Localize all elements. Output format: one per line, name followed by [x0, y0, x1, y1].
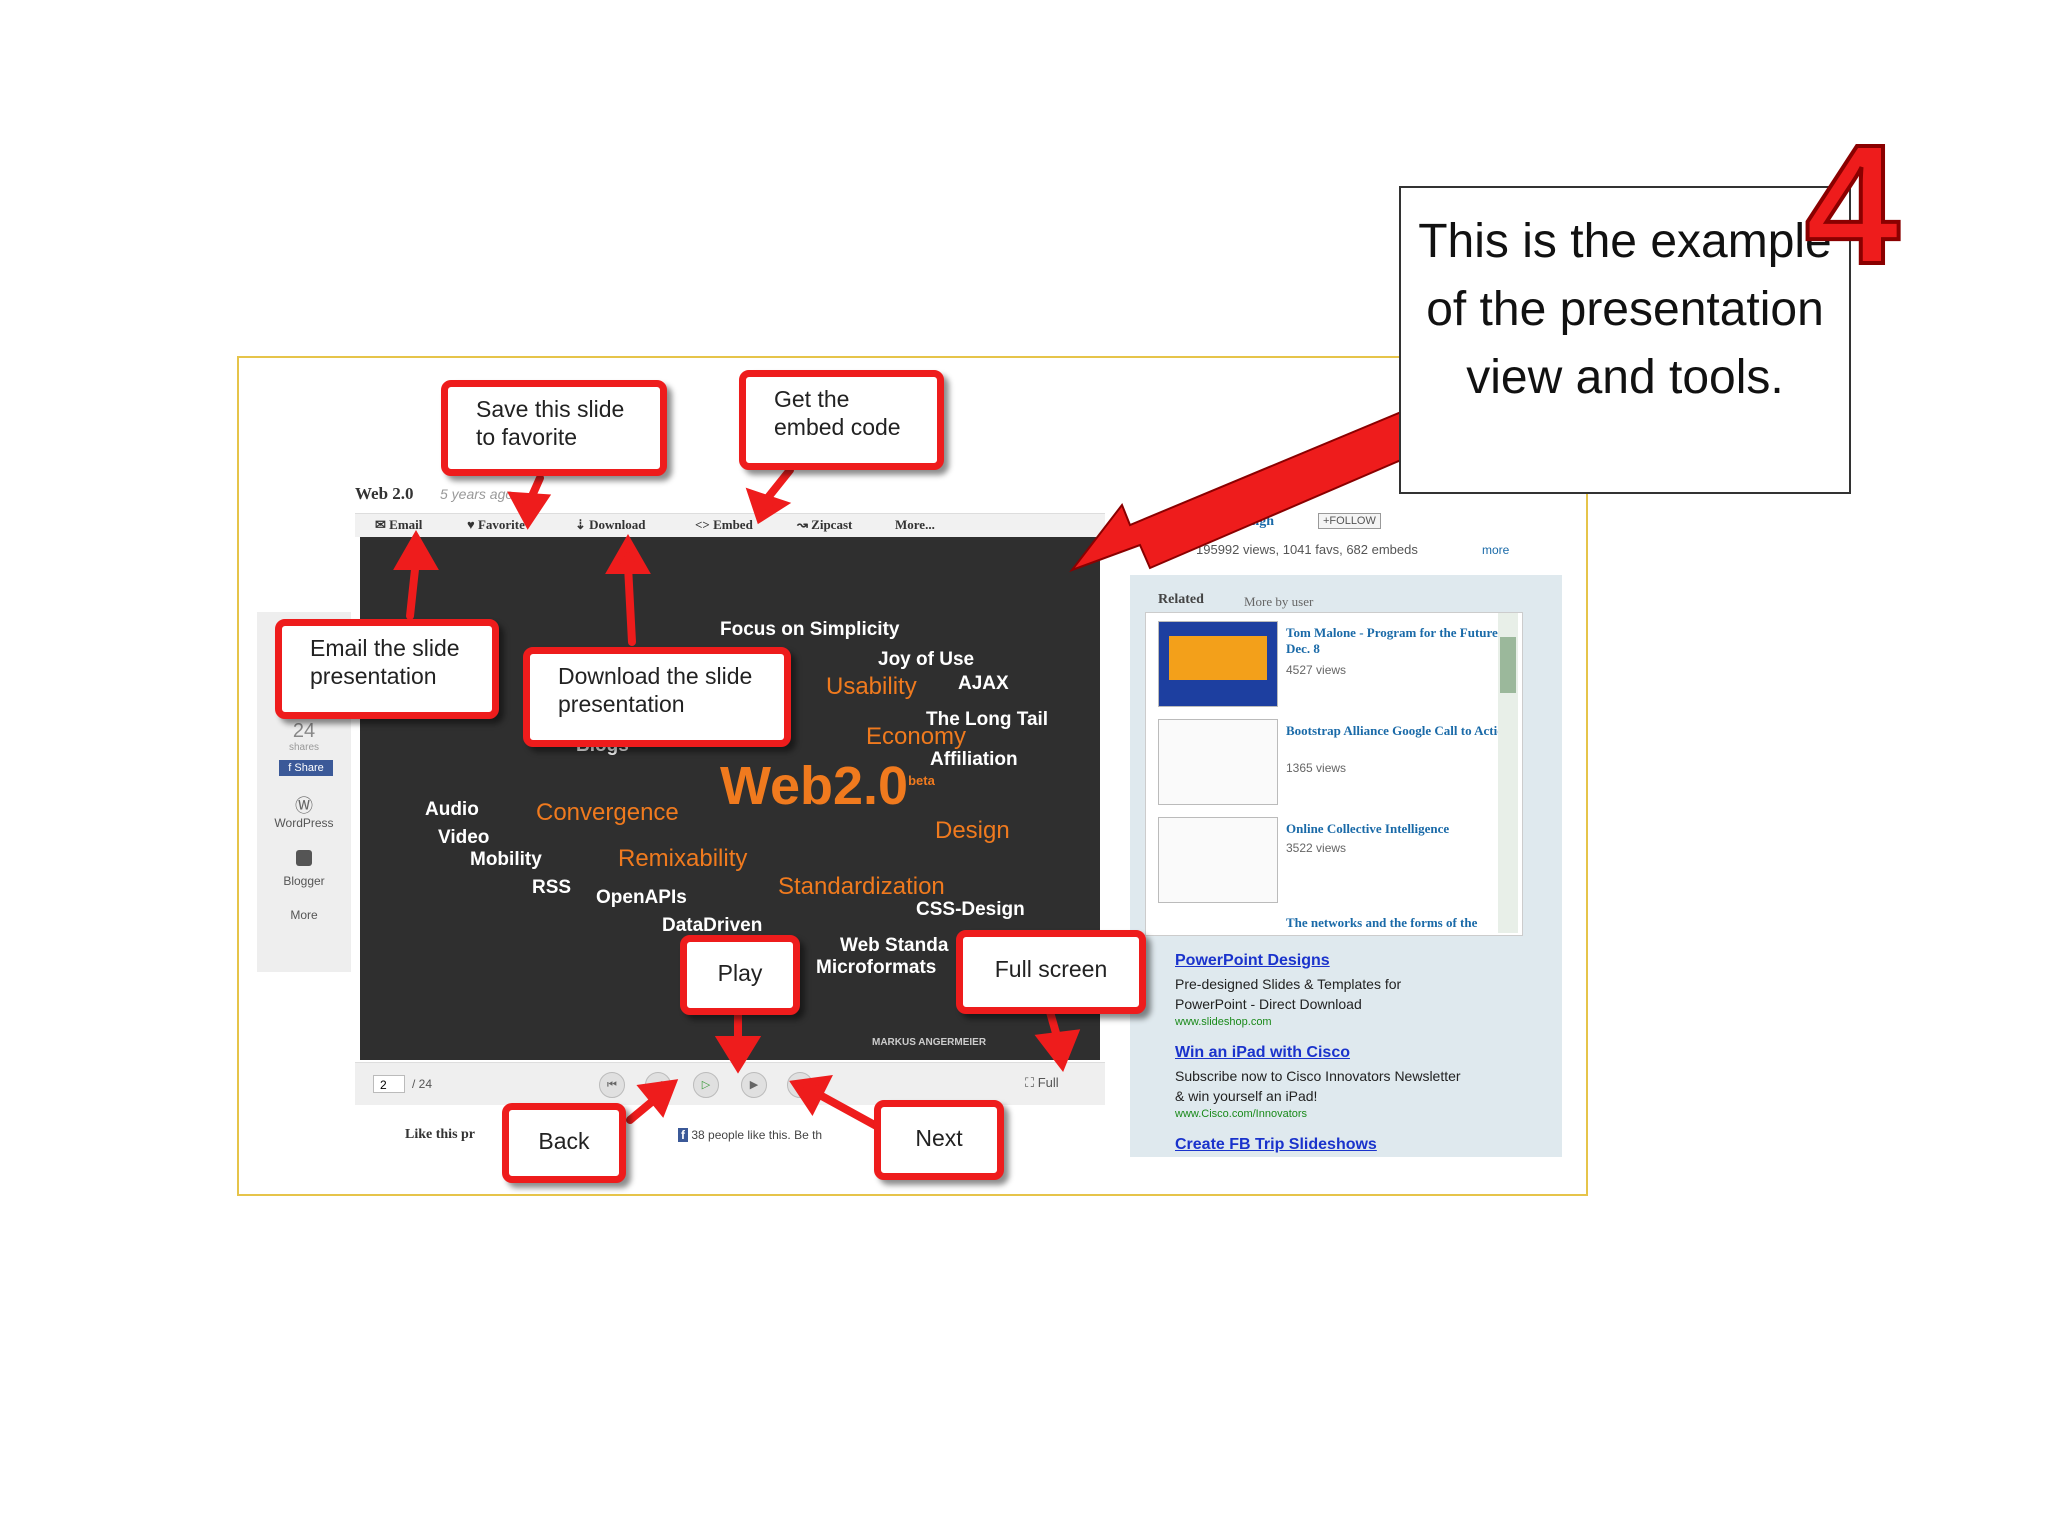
slide-word: Design	[935, 817, 1010, 844]
like-prompt: Like this pr	[405, 1127, 476, 1142]
page-number-input[interactable]: 2	[373, 1075, 405, 1093]
slide-main-word: Web2.0beta	[720, 756, 935, 816]
callout-email: Email the slide presentation	[275, 619, 499, 719]
callout-back: Back	[502, 1103, 626, 1183]
facebook-share-button[interactable]: f Share	[279, 760, 333, 776]
toolbar-zipcast[interactable]: ↝ Zipcast	[797, 517, 853, 532]
related-item[interactable]: Online Collective Intelligence 3522 view…	[1158, 817, 1518, 905]
presentation-title: Web 2.0	[355, 484, 414, 503]
tab-more-by-user[interactable]: More by user	[1244, 594, 1314, 609]
share-more[interactable]: More	[290, 908, 318, 922]
last-slide-button[interactable]: ⏭	[787, 1072, 813, 1098]
callout-play: Play	[680, 935, 800, 1015]
slide-word: Usability	[826, 673, 917, 700]
slide-word: Convergence	[536, 799, 679, 826]
play-icon: ▷	[701, 1079, 711, 1091]
callout-download: Download the slide presentation	[523, 647, 791, 747]
toolbar-embed[interactable]: <> Embed	[695, 517, 753, 532]
share-count-label: shares	[288, 742, 319, 753]
facebook-icon: f	[288, 762, 295, 774]
tab-related[interactable]: Related	[1158, 592, 1204, 607]
ad-url[interactable]: www.Cisco.com/Innovators	[1175, 1108, 1308, 1120]
toolbar-favorite[interactable]: ♥ Favorite	[467, 517, 525, 532]
callout-favorite: Save this slide to favorite	[441, 380, 667, 476]
play-button[interactable]: ▷	[693, 1072, 719, 1098]
zipcast-icon: ↝	[797, 517, 812, 532]
author-avatar[interactable]	[1160, 514, 1190, 542]
related-scrollbar[interactable]	[1498, 613, 1518, 933]
full-screen-button[interactable]: ⛶ Full	[1025, 1075, 1059, 1090]
slide-word: CSS-Design	[916, 899, 1025, 920]
follow-button[interactable]: +FOLLOW	[1318, 513, 1381, 529]
step-number: 4	[1803, 110, 1902, 300]
ad-text: Pre-designed Slides & Templates for Powe…	[1175, 976, 1402, 1012]
slide-word: DataDriven	[662, 915, 763, 936]
toolbar-download[interactable]: ⇣ Download	[575, 517, 646, 532]
player-controls: 2 / 24 ⏮ ◀ ▷ ▶ ⏭ ⛶ Full	[355, 1062, 1105, 1105]
slide-word: OpenAPIs	[596, 887, 687, 908]
slide-word: Affiliation	[930, 749, 1018, 770]
slide-word: The Long Tail	[926, 709, 1049, 730]
facebook-icon: f	[678, 1128, 688, 1142]
ad-text: Subscribe now to Cisco Innovators Newsle…	[1175, 1068, 1461, 1104]
author-name[interactable]: jeetSingh	[1218, 514, 1274, 529]
toolbar-more[interactable]: More...	[895, 517, 935, 532]
fullscreen-icon: ⛶	[1025, 1075, 1038, 1090]
envelope-icon: ✉	[375, 517, 390, 532]
callout-next: Next	[874, 1100, 1004, 1180]
slide-word: Remixability	[618, 845, 748, 872]
slide-word: Mobility	[470, 849, 542, 870]
slide-word: Standardization	[778, 873, 945, 900]
slide-credit: MARKUS ANGERMEIER	[872, 1037, 987, 1048]
toolbar-email[interactable]: ✉ Email	[375, 517, 423, 532]
next-icon: ▶	[749, 1079, 759, 1091]
ad-title[interactable]: Win an iPad with Cisco	[1175, 1044, 1350, 1061]
related-thumbnail	[1158, 621, 1278, 707]
facebook-like[interactable]: f 38 people like this. Be th	[678, 1128, 822, 1142]
back-button[interactable]: ◀	[645, 1072, 671, 1098]
related-list: Tom Malone - Program for the Future Dec.…	[1145, 612, 1523, 936]
heart-icon: ♥	[467, 517, 478, 532]
slide-word: Video	[438, 827, 490, 848]
first-icon: ⏮	[607, 1079, 617, 1091]
blogger-icon[interactable]	[296, 850, 312, 866]
related-item[interactable]: Tom Malone - Program for the Future Dec.…	[1158, 621, 1518, 709]
wordpress-label[interactable]: WordPress	[274, 816, 334, 830]
author-stats: 195992 views, 1041 favs, 682 embeds	[1196, 542, 1418, 557]
callout-fullscreen: Full screen	[956, 930, 1146, 1014]
wordpress-icon[interactable]: Ⓦ	[295, 796, 313, 816]
stats-more-link[interactable]: more	[1482, 543, 1510, 557]
related-item[interactable]: The networks and the forms of the collec…	[1286, 915, 1478, 933]
slide-word: Microformats	[816, 957, 937, 978]
callout-embed: Get the embed code	[739, 370, 944, 470]
presentation-age: 5 years ago	[440, 486, 514, 502]
first-slide-button[interactable]: ⏮	[599, 1072, 625, 1098]
related-thumbnail	[1158, 719, 1278, 805]
last-icon: ⏭	[795, 1079, 805, 1091]
related-item[interactable]: Bootstrap Alliance Google Call to Action…	[1158, 719, 1518, 807]
blogger-label[interactable]: Blogger	[283, 874, 325, 888]
slide-word: Audio	[425, 799, 479, 820]
slide-word: Economy	[866, 723, 967, 750]
ad-title[interactable]: PowerPoint Designs	[1175, 952, 1330, 969]
slide-word: Joy of Use	[878, 649, 975, 670]
download-icon: ⇣	[575, 517, 590, 532]
related-thumbnail	[1158, 817, 1278, 903]
ad-url[interactable]: www.slideshop.com	[1175, 1016, 1272, 1028]
page-total: / 24	[412, 1077, 433, 1091]
slide-word: Web Standa	[840, 935, 949, 956]
note-box: This is the example of the presentation …	[1399, 186, 1851, 494]
share-count: 24	[292, 720, 316, 742]
next-button[interactable]: ▶	[741, 1072, 767, 1098]
presentation-toolbar: ✉ Email ♥ Favorite ⇣ Download <> Embed ↝…	[355, 513, 1105, 537]
slide-word: Focus on Simplicity	[720, 619, 900, 640]
slide-word: RSS	[532, 877, 572, 898]
ad-title[interactable]: Create FB Trip Slideshows	[1175, 1136, 1377, 1153]
back-icon: ◀	[653, 1079, 663, 1091]
slide-word: AJAX	[958, 673, 1009, 694]
